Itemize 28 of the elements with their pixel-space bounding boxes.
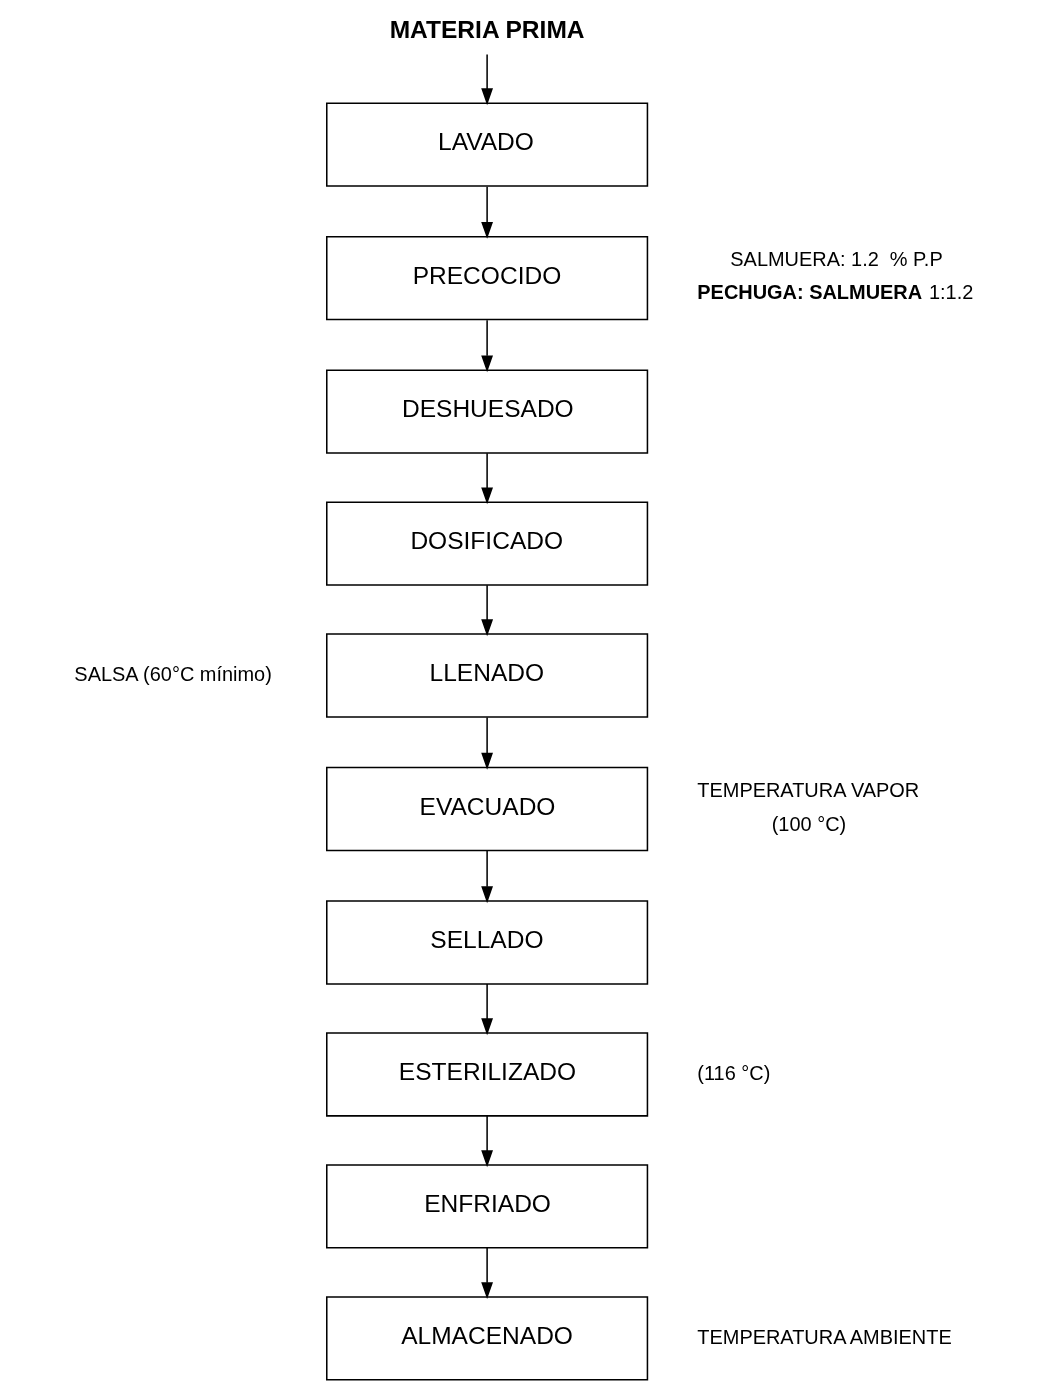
node-box: ALMACENADO <box>325 1296 648 1381</box>
node-label: TEMPERATURA VAPOR <box>696 779 919 802</box>
node-label: SALMUERA: 1.2 % P.P <box>729 248 943 271</box>
node-label: SALSA (60°C mínimo) <box>73 662 272 685</box>
arrow <box>480 53 493 106</box>
arrow <box>480 584 493 637</box>
arrow <box>480 716 493 770</box>
node-box: EVACUADO <box>325 766 648 852</box>
node-label: PECHUGA: SALMUERA 1:1.2 <box>696 280 973 303</box>
node-box: LLENADO <box>325 633 648 718</box>
arrow <box>480 1115 493 1168</box>
node-box: DOSIFICADO <box>325 501 648 586</box>
node-box: SELLADO <box>325 900 648 985</box>
arrow <box>480 452 493 505</box>
node-box: ENFRIADO <box>325 1164 648 1249</box>
arrow <box>480 1247 493 1300</box>
node-box: PRECOCIDO <box>325 235 648 321</box>
arrow <box>480 983 493 1036</box>
arrow <box>480 850 493 904</box>
node-label: (116 °C) <box>696 1061 770 1084</box>
node-label: TEMPERATURA AMBIENTE <box>696 1325 952 1348</box>
node-text: MATERIA PRIMA <box>389 16 585 44</box>
arrow <box>480 185 493 239</box>
arrow <box>480 319 493 373</box>
node-box: DESHUESADO <box>325 369 648 454</box>
node-box: ESTERILIZADO <box>325 1032 648 1117</box>
node-label: (100 °C) <box>771 813 846 836</box>
node-box: LAVADO <box>325 102 648 187</box>
